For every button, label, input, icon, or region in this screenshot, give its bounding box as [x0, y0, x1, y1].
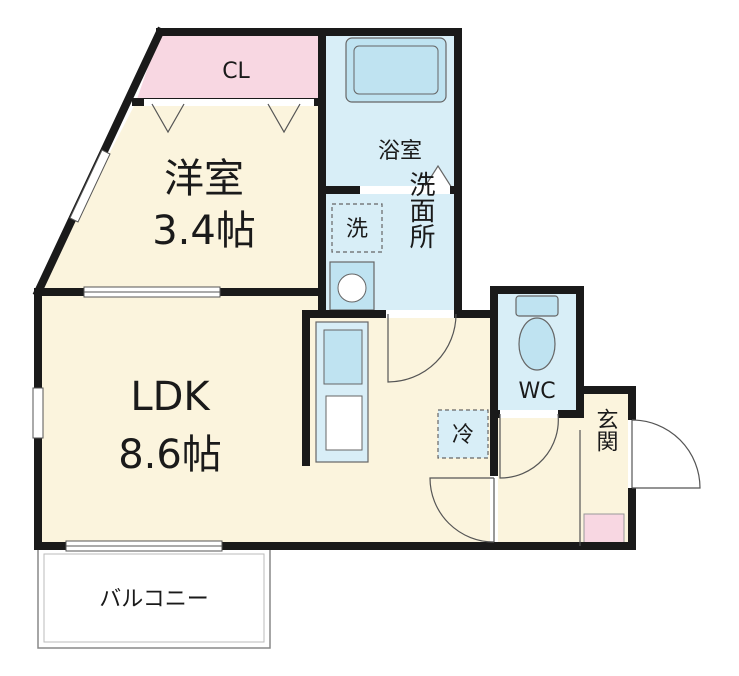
- toilet-bowl: [518, 317, 556, 371]
- entrance-label: 玄関: [593, 408, 618, 452]
- ldk-area: [38, 292, 494, 546]
- windows: [32, 149, 223, 552]
- fridge-label: 冷: [452, 423, 474, 448]
- doors: [144, 99, 701, 546]
- stove: [323, 329, 363, 385]
- fridge-space: [437, 409, 489, 459]
- western-room-size: 3.4帖: [152, 208, 256, 254]
- western-room-area: [38, 102, 322, 292]
- washroom-label: 洗面所: [405, 171, 435, 249]
- bathroom-label: 浴室: [378, 139, 422, 164]
- ldk-size: 8.6帖: [118, 432, 222, 478]
- western-room-name: 洋室: [164, 156, 244, 202]
- toilet-tank: [515, 295, 559, 317]
- ldk-name: LDK: [130, 374, 211, 420]
- bathtub: [345, 37, 447, 103]
- closet-area: [136, 32, 322, 102]
- kitchen-sink: [325, 395, 363, 451]
- washing-machine-label: 洗: [346, 217, 368, 242]
- shoe-cabinet: [583, 513, 625, 545]
- closet-label: CL: [222, 59, 250, 84]
- balcony-outline: [37, 547, 271, 649]
- hallway-area: [494, 414, 580, 546]
- washing-machine-space: [331, 203, 383, 253]
- balcony-label: バルコニー: [99, 587, 209, 612]
- toilet-label: WC: [518, 379, 555, 404]
